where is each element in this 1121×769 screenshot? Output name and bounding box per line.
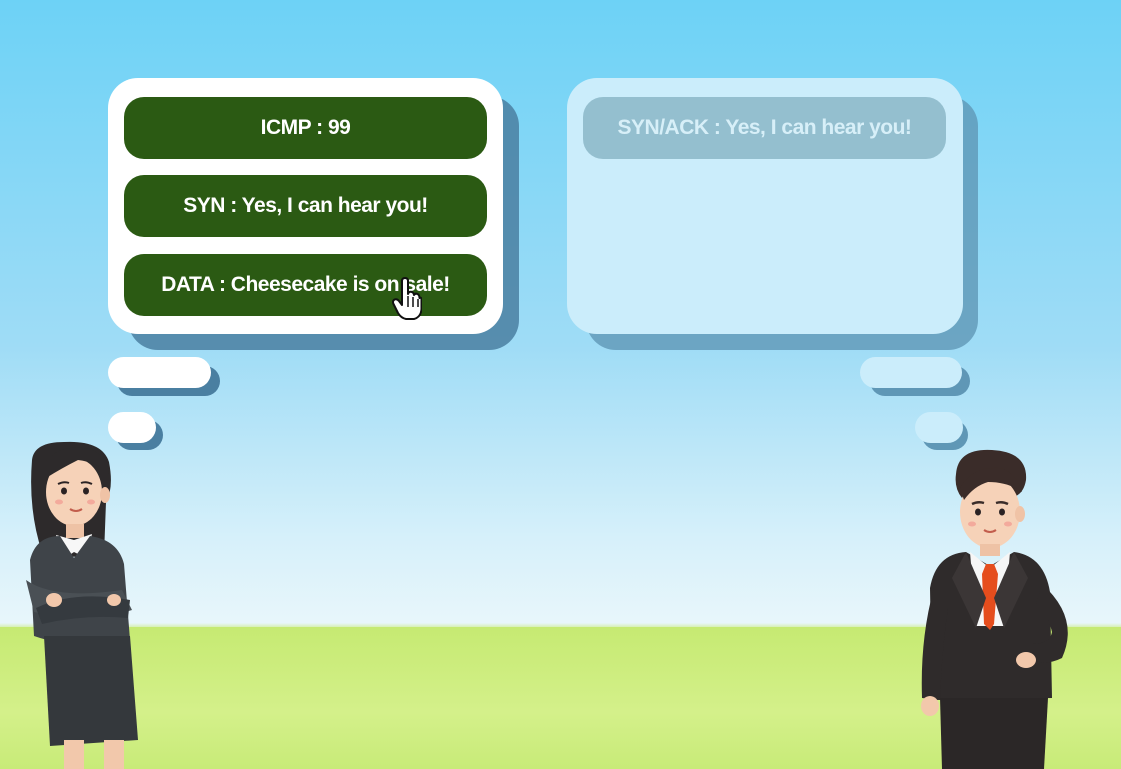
left-trail-cloud-large xyxy=(108,357,211,388)
syn-option-button[interactable]: SYN : Yes, I can hear you! xyxy=(124,175,487,237)
left-thought-bubble: ICMP : 99 SYN : Yes, I can hear you! DAT… xyxy=(108,78,503,334)
woman-character xyxy=(26,441,138,769)
right-trail-cloud-small xyxy=(915,412,963,443)
icmp-option-button[interactable]: ICMP : 99 xyxy=(124,97,487,159)
data-option-button[interactable]: DATA : Cheesecake is on sale! xyxy=(124,254,487,316)
syn-ack-reply: SYN/ACK : Yes, I can hear you! xyxy=(583,97,946,159)
hand-cursor-icon xyxy=(392,277,422,320)
left-trail-cloud-small xyxy=(108,412,156,443)
right-trail-cloud-large xyxy=(860,357,962,388)
man-character xyxy=(921,449,1068,769)
right-thought-bubble: SYN/ACK : Yes, I can hear you! xyxy=(567,78,963,334)
